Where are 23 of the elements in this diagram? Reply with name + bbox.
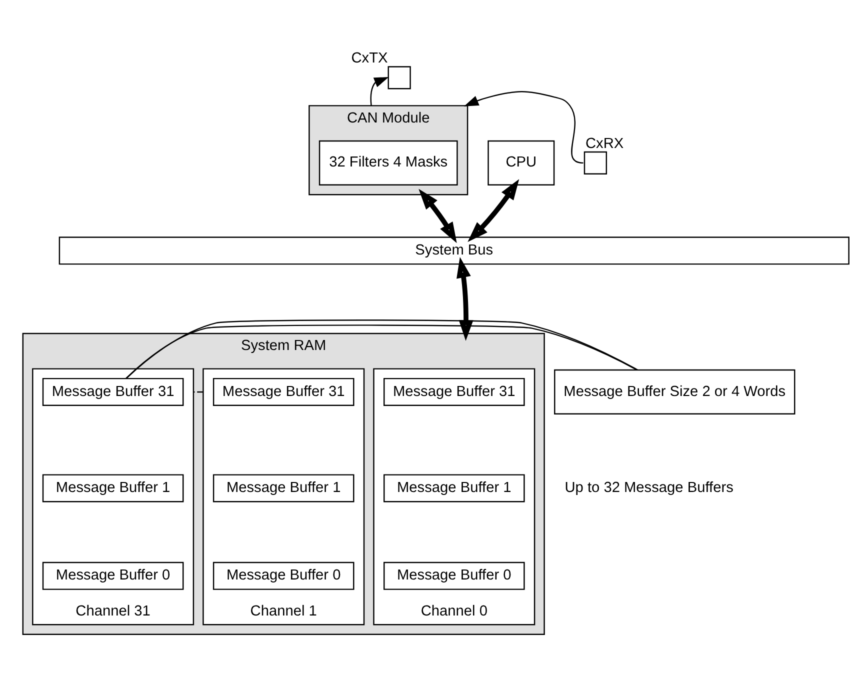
node-box: 32 Filters 4 Masks (318, 140, 458, 185)
node-box: Message Buffer Size 2 or 4 Words (554, 368, 796, 414)
label: Up to 32 Message Buffers (564, 479, 734, 496)
node-box: Message Buffer 0 (212, 561, 354, 590)
arrow (418, 188, 457, 243)
node-label: CxRX (586, 135, 624, 152)
node-box: Message Buffer 1 (212, 474, 354, 502)
arrow (468, 178, 520, 242)
node-box: Message Buffer 0 (42, 561, 184, 590)
node-box: Message Buffer 31 (212, 377, 354, 406)
arrow (370, 76, 389, 106)
arrow (456, 256, 474, 340)
node-box: Message Buffer 31 (384, 377, 525, 406)
node-box: Message Buffer 1 (384, 474, 525, 502)
connector (193, 390, 204, 392)
node-box: Message Buffer 0 (384, 561, 525, 590)
node-box (388, 66, 411, 89)
node-box: CPU (488, 140, 555, 185)
node-box: Message Buffer 31 (42, 377, 184, 406)
node-box (584, 150, 608, 174)
node-box: Message Buffer 1 (42, 474, 184, 502)
node-box: System Bus (58, 236, 850, 264)
node-label: CxTX (351, 50, 388, 66)
